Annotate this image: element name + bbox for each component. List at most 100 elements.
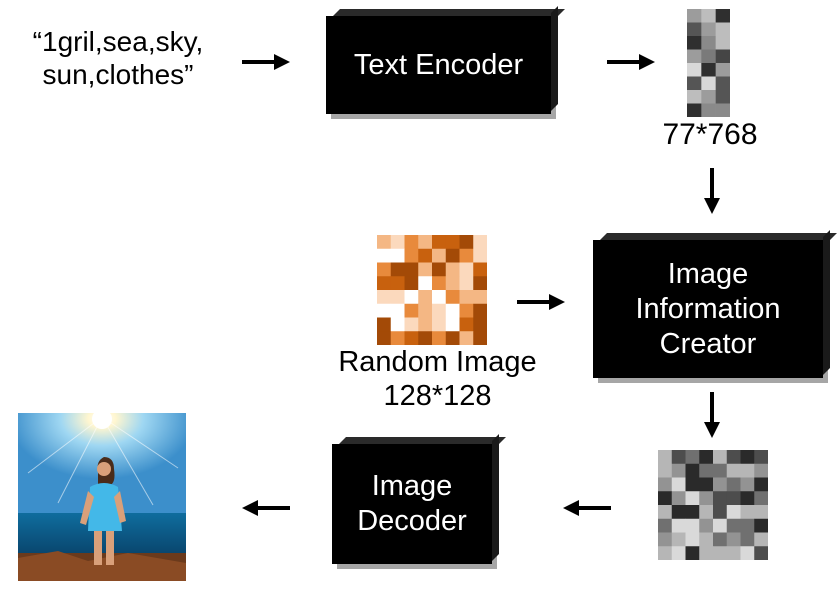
latent-cell (699, 518, 714, 533)
latent-cell (671, 450, 686, 465)
latent-cell (740, 518, 755, 533)
latent-cell (658, 450, 673, 465)
text-embedding-caption: 77*768 (662, 118, 758, 151)
random-image-cell (459, 317, 474, 332)
latent-cell (699, 450, 714, 465)
embedding-cell (687, 36, 702, 50)
latent-cell (726, 477, 741, 492)
latent-cell (726, 532, 741, 547)
random-image-cell (459, 262, 474, 277)
latent-cell (658, 532, 673, 547)
latent-cell (685, 491, 700, 506)
latent-cell (754, 463, 768, 478)
latent-grid (658, 450, 768, 560)
random-image-cell (390, 303, 405, 318)
random-image-caption: Random Image 128*128 (338, 346, 537, 412)
latent-cell (658, 505, 673, 520)
random-image-cell (418, 248, 433, 263)
latent-cell (685, 463, 700, 478)
random-image-cell (459, 303, 474, 318)
image-information-creator-box: Image Information Creator (593, 240, 823, 378)
random-image-cell (459, 290, 474, 305)
random-image-cell (473, 276, 487, 291)
latent-cell (726, 505, 741, 520)
latent-cell (740, 546, 755, 560)
random-image-cell (459, 331, 474, 345)
latent-cell (713, 450, 728, 465)
latent-cell (754, 546, 768, 560)
embedding-cell (715, 36, 730, 50)
random-image-cell (377, 262, 392, 277)
embedding-cell (715, 22, 730, 37)
latent-cell (658, 463, 673, 478)
latent-cell (713, 491, 728, 506)
random-image-cell (432, 331, 447, 345)
latent-cell (713, 518, 728, 533)
random-image-cell (404, 262, 419, 277)
random-image-cell (473, 303, 487, 318)
random-image-cell (445, 235, 460, 250)
embedding-cell (715, 9, 730, 23)
random-image-cell (445, 248, 460, 263)
random-image-cell (377, 290, 392, 305)
embedding-cell (701, 90, 716, 104)
random-image-cell (432, 262, 447, 277)
random-image-cell (404, 331, 419, 345)
latent-cell (713, 505, 728, 520)
random-image-cell (404, 317, 419, 332)
random-image-cell (473, 235, 487, 250)
random-image-cell (459, 248, 474, 263)
random-image-cell (418, 235, 433, 250)
text-encoder-label: Text Encoder (353, 48, 524, 81)
latent-cell (671, 505, 686, 520)
latent-cell (740, 450, 755, 465)
latent-cell (699, 546, 714, 560)
latent-cell (713, 532, 728, 547)
image-information-creator-label: Image Information Creator (635, 257, 781, 360)
embedding-cell (701, 76, 716, 91)
random-image-cell (418, 290, 433, 305)
latent-cell (658, 477, 673, 492)
random-image-cell (473, 248, 487, 263)
latent-cell (740, 532, 755, 547)
latent-cell (754, 518, 768, 533)
embedding-cell (687, 63, 702, 77)
random-image-cell (432, 248, 447, 263)
random-image-cell (377, 331, 392, 345)
random-image-cell (404, 235, 419, 250)
random-image-cell (377, 235, 392, 250)
latent-cell (726, 518, 741, 533)
latent-cell (671, 518, 686, 533)
image-decoder-label: Image Decoder (357, 470, 467, 537)
embedding-cell (715, 103, 730, 117)
embedding-cell (687, 90, 702, 104)
random-image-cell (445, 303, 460, 318)
random-image-cell (473, 317, 487, 332)
embedding-cell (687, 22, 702, 37)
latent-cell (699, 505, 714, 520)
random-image-cell (390, 248, 405, 263)
embedding-cell (715, 90, 730, 104)
embedding-cell (701, 36, 716, 50)
text-embedding-grid (687, 9, 730, 117)
latent-cell (685, 532, 700, 547)
random-image-cell (473, 290, 487, 305)
image-decoder-box: Image Decoder (332, 444, 492, 564)
random-image-cell (390, 317, 405, 332)
embedding-cell (687, 49, 702, 64)
random-image-cell (404, 276, 419, 291)
random-image-cell (432, 290, 447, 305)
latent-cell (713, 463, 728, 478)
random-image-cell (377, 276, 392, 291)
latent-cell (713, 477, 728, 492)
latent-cell (658, 546, 673, 560)
embedding-cell (715, 63, 730, 77)
embedding-cell (687, 76, 702, 91)
random-image-cell (418, 331, 433, 345)
random-image-cell (432, 235, 447, 250)
embedding-cell (687, 9, 702, 23)
random-image-cell (390, 262, 405, 277)
random-image-cell (432, 276, 447, 291)
random-image-cell (404, 303, 419, 318)
text-encoder-box: Text Encoder (326, 16, 551, 114)
